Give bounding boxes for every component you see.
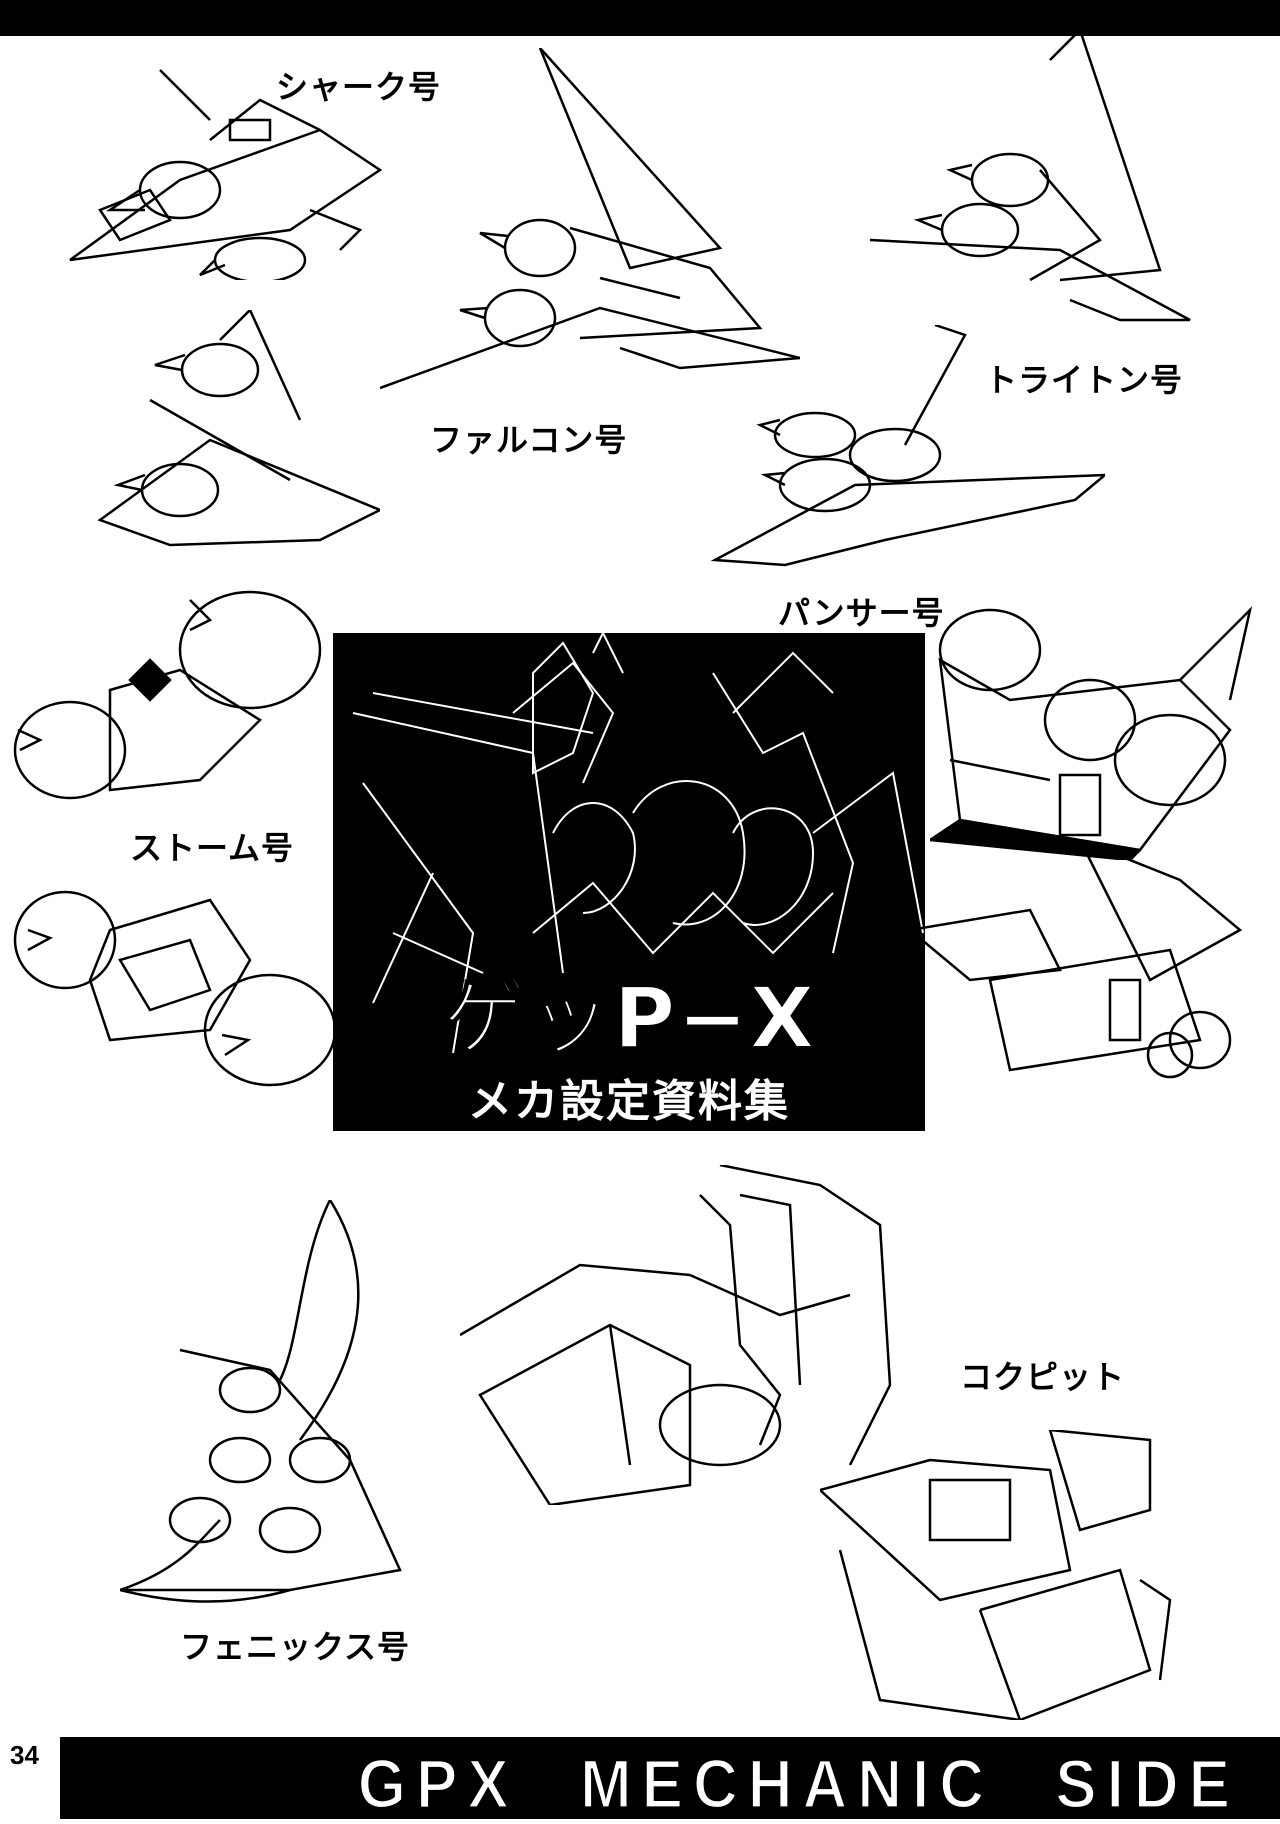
drill-vehicle-illustration [910,840,1250,1080]
storm-illustration [10,580,330,820]
label-falcon: ファルコン号 [430,421,628,459]
label-cockpit: コクピット [960,1358,1126,1396]
panel-subtitle: メカ設定資料集 [468,1076,790,1127]
phoenix-illustration [120,1200,420,1640]
shark-illustration [60,60,390,280]
label-triton: トライトン号 [985,361,1184,399]
label-shark: シャーク号 [276,68,442,106]
panel-title: ゲッP−X [441,968,817,1068]
storm-lower-illustration [10,860,340,1120]
jet-illustration-right [705,325,1105,570]
falcon-illustration [380,48,800,393]
page-number: 34 [6,1740,43,1771]
title-panel: ゲッP−X メカ設定資料集 [333,633,925,1131]
label-storm: ストーム号 [130,829,295,867]
jet-illustration-left [90,310,380,550]
panther-illustration [930,600,1260,860]
label-panther: パンサー号 [778,594,945,632]
cockpit-seat-illustration [460,1165,930,1505]
top-black-bar [0,0,1280,36]
cockpit-console-illustration [820,1430,1180,1720]
bottom-black-bar [0,1737,1280,1819]
label-phoenix: フェニックス号 [180,1628,411,1666]
triton-illustration [860,20,1200,340]
footer-title: GPX MECHANIC SIDE [357,1746,1240,1824]
